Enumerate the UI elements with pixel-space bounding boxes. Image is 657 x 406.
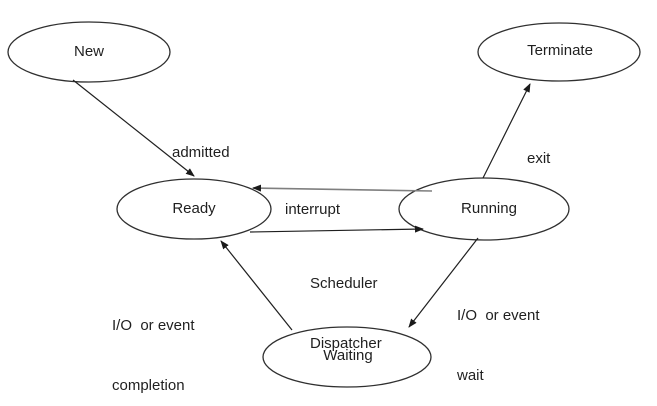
transition-label-line: wait [457, 367, 484, 384]
transition-label-line: admitted [172, 144, 230, 161]
state-ellipse-waiting [262, 326, 432, 388]
state-label-ready: Ready [172, 200, 216, 217]
transition-arrow-io-wait [408, 237, 479, 328]
transition-label-scheduler-dispatcher: Scheduler Dispatcher [310, 234, 382, 394]
transition-label-line: I/O or event [457, 307, 540, 324]
state-ellipse-new [7, 21, 171, 83]
transition-arrow-exit [482, 83, 531, 179]
transition-label-line: I/O or event [112, 317, 195, 334]
state-ellipse-ready [116, 178, 272, 240]
transition-label-interrupt: interrupt [285, 160, 340, 260]
state-ellipse-terminate [477, 22, 641, 82]
transition-arrow-admitted [72, 79, 195, 177]
state-label-waiting: Waiting [323, 347, 373, 364]
transition-label-io-completion: I/O or event completion [112, 276, 195, 406]
state-label-new: New [73, 43, 105, 60]
transition-label-admitted: admitted [172, 103, 230, 203]
transition-label-line: Dispatcher [310, 335, 382, 352]
transition-label-io-wait: I/O or event wait [457, 266, 540, 406]
state-label-running: Running [461, 200, 517, 217]
transition-arrow-interrupt [252, 184, 433, 192]
transition-label-line: interrupt [285, 201, 341, 218]
transition-label-line: Scheduler [310, 275, 378, 292]
state-label-terminate: Terminate [527, 42, 593, 59]
transition-label-exit: exit [527, 109, 550, 209]
transition-arrow-scheduler-dispatcher [249, 225, 424, 233]
transition-label-line: exit [527, 150, 551, 167]
transition-arrow-io-completion [220, 240, 293, 331]
transition-label-line: completion [112, 377, 185, 394]
state-ellipse-running [398, 177, 570, 241]
